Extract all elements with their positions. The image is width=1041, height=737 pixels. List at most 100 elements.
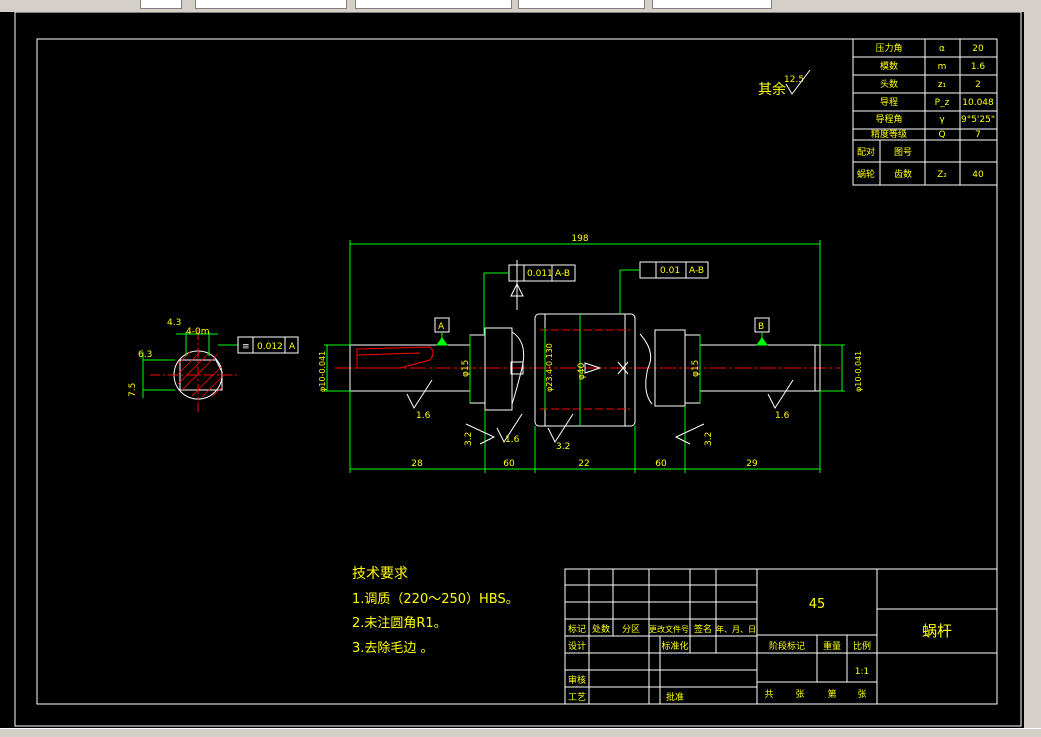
material-label: 45 bbox=[809, 597, 826, 612]
tech-req-title: 技术要求 bbox=[352, 566, 408, 582]
vertical-scrollbar[interactable] bbox=[1024, 12, 1041, 728]
runout2-ref: A-B bbox=[689, 266, 704, 276]
standardize-label: 标准化 bbox=[661, 640, 688, 652]
param-symbol-0: α bbox=[939, 44, 945, 54]
row-label-3: 更改文件号 bbox=[649, 624, 689, 634]
svg-text:≡: ≡ bbox=[242, 342, 250, 352]
param-symbol-6: 图号 bbox=[894, 147, 912, 158]
dim-right-seg: 29 bbox=[746, 459, 758, 469]
section-view bbox=[142, 330, 299, 412]
dim-60-right: 60 bbox=[655, 459, 667, 469]
layer-dropdown[interactable] bbox=[195, 0, 347, 9]
param-value-0: 20 bbox=[972, 44, 984, 54]
section-dim-75: 7.5 bbox=[128, 383, 138, 397]
horizontal-scrollbar[interactable] bbox=[0, 728, 1041, 737]
drawing-frame bbox=[36, 38, 998, 705]
dimension-lines bbox=[324, 240, 845, 473]
sheet-of: 张 bbox=[795, 689, 804, 700]
sheet-border bbox=[14, 12, 1022, 727]
row-label-1: 处数 bbox=[592, 623, 610, 635]
param-name-7: 蜗轮 bbox=[857, 168, 875, 180]
param-value-5: 7 bbox=[975, 130, 981, 140]
roughness-4: 3.2 bbox=[464, 432, 474, 446]
param-name-4: 导程角 bbox=[875, 113, 902, 125]
param-symbol-7: 齿数 bbox=[894, 168, 912, 180]
sym-tolerance-ref: A bbox=[289, 342, 296, 352]
param-name-6: 配对 bbox=[857, 146, 875, 158]
roughness-5: 3.2 bbox=[704, 432, 714, 446]
dim-dia-right: φ15 bbox=[691, 360, 701, 377]
process-label: 工艺 bbox=[568, 692, 586, 703]
datum-a: A bbox=[438, 322, 445, 332]
tech-requirements: 技术要求 1.调质（220～250）HBS。 2.未注圆角R1。 3.去除毛边 … bbox=[352, 566, 519, 656]
dim-shaft-left: φ10-0.041 bbox=[318, 351, 327, 392]
dim-total-length: 198 bbox=[571, 234, 588, 244]
row-label-5: 年、月、日 bbox=[716, 624, 756, 634]
plotstyle-dropdown[interactable] bbox=[652, 0, 772, 9]
row-label-4: 签名 bbox=[694, 623, 712, 635]
title-block bbox=[564, 568, 998, 705]
section-dim-keyface: 6.3 bbox=[138, 350, 152, 360]
dim-dia-root: φ23.4-0.130 bbox=[545, 343, 554, 392]
runout2-value: 0.01 bbox=[660, 266, 680, 276]
dim-dia-center: φ40 bbox=[577, 362, 587, 380]
lineweight-dropdown[interactable] bbox=[518, 0, 645, 9]
title-block-texts: 45 蜗杆 1:1 标记 处数 分区 更改文件号 签名 年、月、日 设计 标准化… bbox=[568, 597, 952, 703]
roughness-0: 1.6 bbox=[416, 411, 431, 421]
approve-label: 批准 bbox=[666, 691, 684, 703]
dim-dia-left: φ15 bbox=[461, 360, 471, 377]
sym-tolerance-value: 0.012 bbox=[257, 342, 283, 352]
section-dim-43: 4.3 bbox=[167, 318, 181, 328]
param-symbol-4: γ bbox=[939, 115, 945, 125]
param-symbol-2: z₁ bbox=[938, 80, 947, 90]
weight-label: 重量 bbox=[823, 640, 841, 652]
section-dim-m: 4-0m bbox=[186, 327, 209, 337]
dimension-texts: 198 28 60 22 60 29 φ15 φ15 φ40 φ23.4-0.1… bbox=[318, 234, 863, 469]
param-name-0: 压力角 bbox=[875, 42, 902, 54]
stage-mark-label: 阶段标记 bbox=[769, 640, 805, 652]
param-name-2: 头数 bbox=[880, 78, 898, 90]
drawing-canvas[interactable]: 压力角 α 20 模数 m 1.6 头数 z₁ 2 导程 P_z 10.048 … bbox=[0, 12, 1024, 728]
runout1-value: 0.011 bbox=[527, 269, 553, 279]
cad-drawing: 压力角 α 20 模数 m 1.6 头数 z₁ 2 导程 P_z 10.048 … bbox=[14, 12, 1022, 727]
sheet-end: 张 bbox=[857, 689, 866, 700]
tech-req-item-0: 1.调质（220～250）HBS。 bbox=[352, 592, 519, 607]
datum-b: B bbox=[758, 322, 764, 332]
dim-left-seg: 28 bbox=[411, 459, 423, 469]
linetype-dropdown[interactable] bbox=[355, 0, 512, 9]
param-value-4: 9°5'25" bbox=[961, 115, 995, 125]
review-label: 审核 bbox=[568, 674, 586, 686]
param-symbol-3: P_z bbox=[935, 98, 950, 108]
runout1-ref: A-B bbox=[555, 269, 570, 279]
roughness-note: 其余 12.5 bbox=[758, 69, 811, 98]
dim-shaft-right: φ10-0.041 bbox=[854, 351, 863, 392]
param-symbol-extra: Z₂ bbox=[937, 170, 947, 180]
roughness-note-value: 12.5 bbox=[784, 75, 804, 85]
roughness-note-label: 其余 bbox=[758, 81, 786, 98]
tech-req-item-2: 3.去除毛边 。 bbox=[352, 641, 434, 656]
param-name-3: 导程 bbox=[880, 97, 898, 108]
part-name: 蜗杆 bbox=[922, 622, 952, 640]
tech-req-item-1: 2.未注圆角R1。 bbox=[352, 616, 447, 631]
param-value-1: 1.6 bbox=[971, 62, 986, 72]
sheet-total: 共 bbox=[764, 689, 773, 700]
param-symbol-5: Q bbox=[938, 130, 945, 140]
params-table: 压力角 α 20 模数 m 1.6 头数 z₁ 2 导程 P_z 10.048 … bbox=[852, 38, 998, 186]
design-label: 设计 bbox=[568, 640, 586, 652]
scale-value: 1:1 bbox=[855, 667, 869, 677]
param-name-1: 模数 bbox=[880, 60, 898, 72]
toolbar-button[interactable] bbox=[140, 0, 182, 9]
worm-shaft-view bbox=[335, 260, 840, 427]
roughness-3: 3.2 bbox=[556, 442, 570, 452]
param-value-2: 2 bbox=[975, 80, 981, 90]
roughness-2: 1.6 bbox=[775, 411, 790, 421]
dim-center-seg: 22 bbox=[578, 459, 589, 469]
scale-label: 比例 bbox=[853, 640, 871, 652]
roughness-1: 1.6 bbox=[505, 435, 520, 445]
row-label-0: 标记 bbox=[568, 623, 586, 635]
dim-60-left: 60 bbox=[503, 459, 515, 469]
param-symbol-1: m bbox=[938, 62, 947, 72]
param-value-7: 40 bbox=[972, 170, 984, 180]
sheet-no: 第 bbox=[827, 688, 836, 700]
param-value-3: 10.048 bbox=[962, 98, 994, 108]
